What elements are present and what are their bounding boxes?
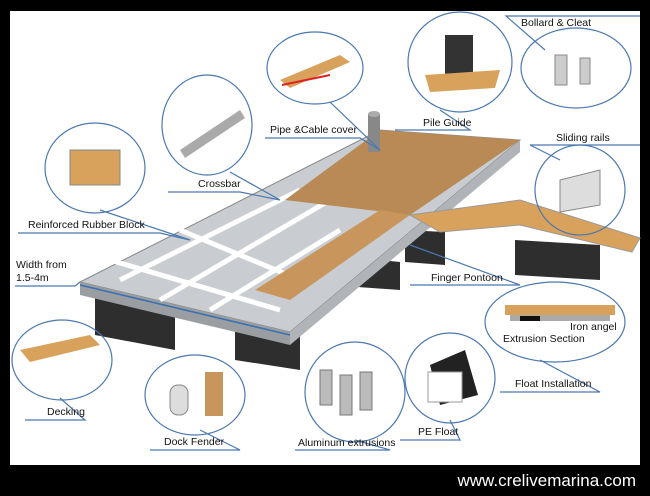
label-width-line2: 1.5-4m [16,272,49,284]
website-url: www.crelivemarina.com [457,471,636,490]
label-decking: Decking [47,406,85,418]
fender [205,372,223,416]
main-pontoon [78,129,522,345]
crossbar-part [180,110,245,158]
pipe-cover [280,55,350,88]
label-rubber-block: Reinforced Rubber Block [28,219,145,231]
label-width-line1: Width from [16,259,67,271]
label-pipe-cable-cover: Pipe &Cable cover [270,124,357,136]
label-pe-float: PE Float [418,426,459,438]
label-dock-fender: Dock Fender [164,436,225,448]
pile [368,114,380,152]
label-aluminum-extrusions: Aluminum extrusions [298,437,396,449]
decking-part [20,335,100,362]
label-bollard-cleat: Bollard & Cleat [521,17,592,29]
label-finger-pontoon: Finger Pontoon [431,272,503,284]
label-float-installation: Float Installation [515,378,592,390]
label-iron-angel: Iron angel [570,321,617,333]
label-extrusion-section: Extrusion Section [503,333,585,345]
bollard [554,54,568,86]
label-crossbar: Crossbar [198,178,241,190]
detail-callouts [11,11,640,451]
rubber-block [69,149,121,186]
label-sliding-rails: Sliding rails [556,132,610,144]
finger-pontoon [408,199,641,253]
label-pile-guide: Pile Guide [423,117,472,129]
sliding-rail [559,169,601,213]
